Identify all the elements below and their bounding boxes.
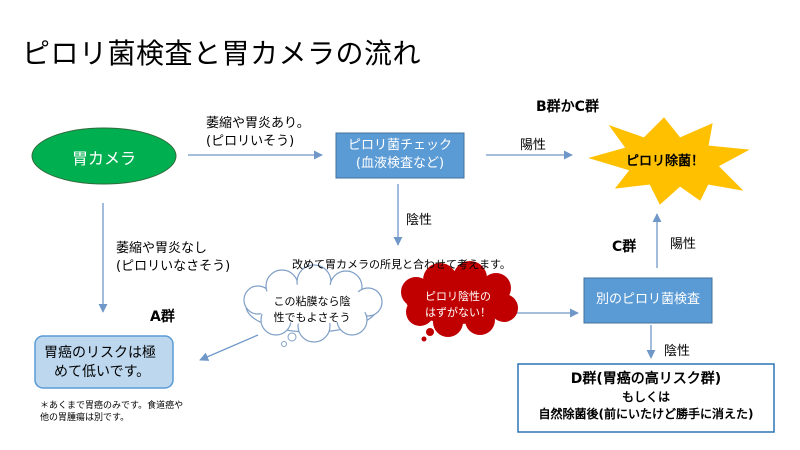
red-cloud	[401, 261, 518, 342]
group-bc-label: B群かC群	[536, 99, 599, 115]
low-risk-box	[34, 335, 174, 389]
d-group-text: D群(胃癌の高リスク群) もしくは 自然除菌後(前にいたけど勝手に消えた)	[538, 371, 754, 421]
pylori-check-box	[335, 132, 465, 179]
atrophy-no-label: 萎縮や胃炎なし (ピロリいなさそう)	[116, 241, 231, 274]
camera-label: 胃カメラ	[71, 149, 136, 168]
reexamine-label: 改めて胃カメラの所見と合わせて考えます。	[292, 258, 511, 271]
positive-label-1: 陽性	[520, 138, 547, 153]
group-a-label: A群	[150, 309, 175, 325]
group-c-label: C群	[612, 239, 637, 255]
removal-burst	[588, 117, 750, 205]
thought-cloud-text: この粘膜なら陰 性でもよさそう	[273, 295, 351, 324]
footnote: ＊あくまで胃癌のみです。食道癌や 他の胃腫瘍は別です。	[40, 401, 184, 423]
camera-node	[31, 127, 177, 185]
low-risk-text: 胃癌のリスクは極 めて低いです。	[44, 345, 156, 380]
arrow-cloud-to-lowrisk	[199, 334, 259, 361]
atrophy-yes-label: 萎縮や胃炎あり。 (ピロリいそう)	[206, 116, 310, 149]
negative-label-1: 陰性	[406, 213, 433, 228]
thought-cloud	[243, 264, 383, 347]
page-title: ピロリ菌検査と胃カメラの流れ	[22, 37, 422, 70]
positive-label-2: 陽性	[670, 237, 697, 252]
d-group-box	[517, 363, 775, 433]
removal-label: ピロリ除菌！	[626, 154, 705, 169]
another-test-box	[583, 277, 713, 324]
red-cloud-text: ピロリ陰性の はずがない！	[425, 290, 491, 319]
negative-label-2: 陰性	[664, 344, 691, 359]
pylori-check-label: ピロリ菌チェック (血液検査など)	[347, 138, 452, 171]
another-test-label: 別のピロリ菌検査	[595, 292, 700, 307]
